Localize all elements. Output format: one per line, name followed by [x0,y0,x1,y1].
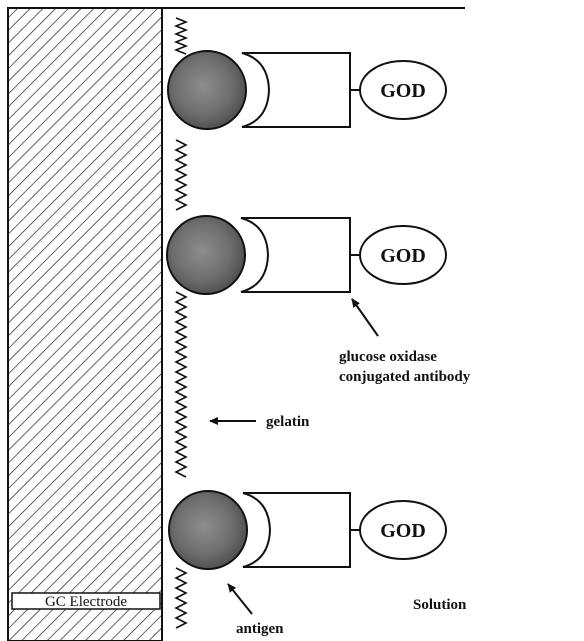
god-label: GOD [380,520,426,542]
antibody-shape [242,53,350,127]
solution-label: Solution [413,597,467,613]
antibody-shape [243,493,350,567]
god-label: GOD [380,80,426,102]
antigen-antibody-complex: GOD [167,216,446,294]
antigen-sphere [169,491,247,569]
god-label: GOD [380,245,426,267]
antibody-shape [241,218,350,292]
gelatin-zigzag [176,292,186,477]
enzyme-label-line2: conjugated antibody [339,369,471,385]
antigen-label: antigen [236,621,284,637]
gelatin-zigzag [176,140,186,210]
enzyme-label-line1: glucose oxidase [339,349,437,365]
antigen-sphere [167,216,245,294]
gc-electrode: GC Electrode [8,8,162,641]
antigen-arrow [228,584,252,614]
gelatin-zigzag [176,568,186,628]
antigen-antibody-complex: GOD [168,51,446,129]
gelatin-label: gelatin [266,414,310,430]
antigen-sphere [168,51,246,129]
enzyme-arrow [352,299,378,336]
antigen-antibody-complex: GOD [169,491,446,569]
gelatin-zigzag [176,18,186,54]
electrode-label: GC Electrode [45,594,127,610]
